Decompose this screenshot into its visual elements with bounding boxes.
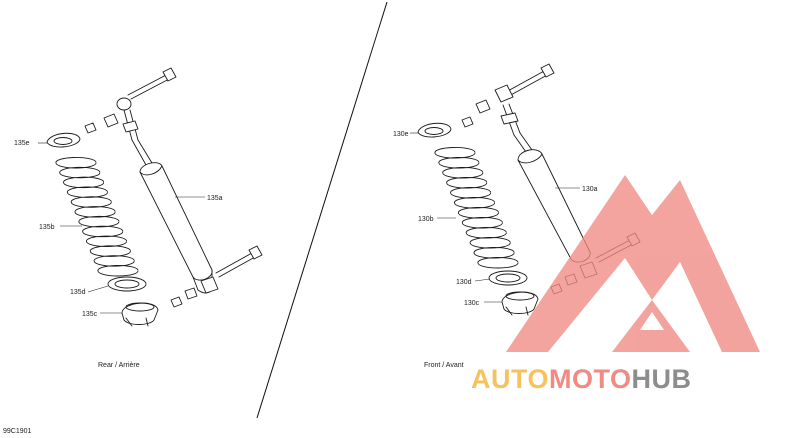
label-135d: 135d: [70, 289, 86, 296]
rear-lower-cup: [121, 302, 159, 327]
rear-lower-washer: [184, 287, 198, 300]
label-135a: 135a: [207, 195, 223, 202]
watermark-text: AUTOMOTOHUB: [471, 364, 692, 394]
rear-upper-washer: [84, 122, 97, 134]
front-upper-bushing: [475, 99, 491, 114]
front-upper-eyelet: [494, 84, 514, 103]
rear-upper-bushing: [103, 113, 119, 128]
watermark-logo-icon: [506, 175, 760, 352]
front-spring-guide-top: [417, 122, 452, 138]
rear-assembly: 135e 135a 135b 135d 135c Rear / Arrière: [14, 67, 263, 369]
label-130b: 130b: [418, 216, 434, 223]
front-upper-washer: [461, 116, 474, 128]
label-135e: 135e: [14, 140, 30, 147]
front-spring: [434, 147, 519, 269]
front-caption: Front / Avant: [424, 362, 464, 369]
rear-spring-seat: [107, 276, 147, 292]
label-130e: 130e: [393, 131, 409, 138]
label-130d: 130d: [456, 279, 472, 286]
front-top-bolt: [505, 63, 555, 97]
rear-top-bolt: [127, 67, 177, 100]
rear-upper-eyelet: [116, 97, 132, 111]
label-130c: 130c: [464, 300, 480, 307]
divider-line: [256, 1, 388, 419]
watermark-logo: [506, 175, 760, 352]
watermark-moto: MOTO: [549, 364, 632, 394]
watermark-auto: AUTO: [471, 364, 549, 394]
watermark-hub: HUB: [632, 364, 692, 394]
front-spring-seat: [488, 270, 528, 286]
rear-lower-bolt: [215, 245, 263, 278]
label-135c: 135c: [82, 311, 98, 318]
rear-shock-body: [139, 162, 213, 281]
rear-spring-guide-top: [46, 132, 81, 148]
rear-spring: [55, 157, 139, 277]
figure-code: 99C1901: [3, 428, 32, 435]
label-135b: 135b: [39, 224, 55, 231]
rear-caption: Rear / Arrière: [98, 362, 140, 369]
front-assembly: 130e 130a 130b 130d 130c Front / Avant: [393, 63, 641, 369]
front-lower-cup: [501, 291, 539, 316]
rear-lower-bushing: [200, 276, 219, 294]
label-130a: 130a: [582, 186, 598, 193]
